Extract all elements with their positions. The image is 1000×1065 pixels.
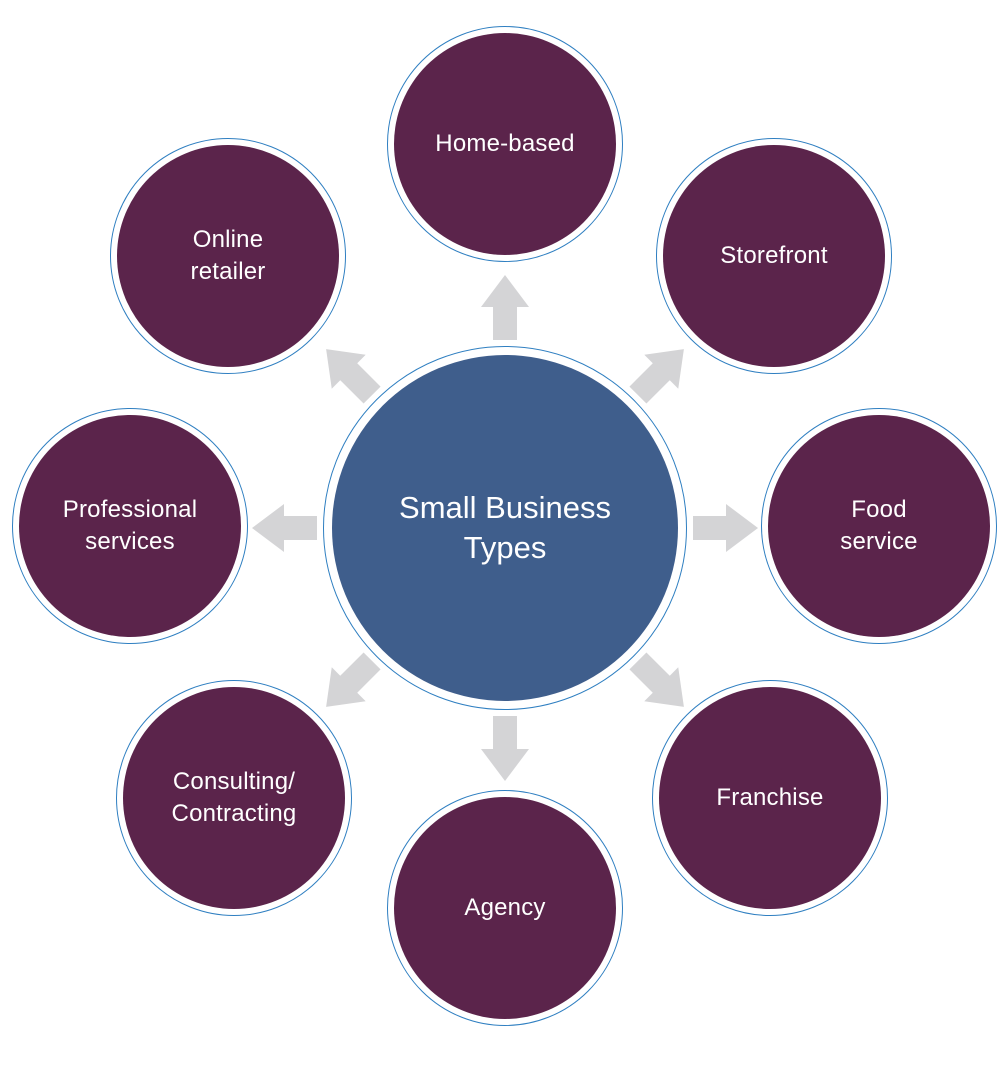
hub-label: Small Business Types: [399, 488, 611, 568]
node-label-line: Home-based: [435, 130, 575, 157]
node-label-line: Online: [192, 226, 264, 253]
node-label-line: Contracting: [171, 800, 297, 827]
arrow-to-food-service: [693, 504, 758, 552]
node-storefront: Storefront: [656, 138, 892, 374]
node-label-line: Professional: [62, 496, 198, 523]
node-label-line: Consulting/: [172, 768, 296, 795]
node-fill: Consulting/ Contracting: [123, 687, 345, 909]
node-fill: Home-based: [394, 33, 616, 255]
hub-label-line: Small Business: [399, 490, 611, 525]
node-label: Food service: [840, 494, 917, 558]
node-label-line: Storefront: [720, 242, 828, 269]
node-fill: Agency: [394, 797, 616, 1019]
arrow-to-online-retailer: [326, 349, 381, 404]
node-fill: Online retailer: [117, 145, 339, 367]
node-agency: Agency: [387, 790, 623, 1026]
arrow-to-consulting-contracting: [326, 652, 381, 707]
arrow-to-franchise: [629, 652, 684, 707]
node-fill: Franchise: [659, 687, 881, 909]
arrow-to-storefront: [629, 349, 684, 404]
hub-circle: Small Business Types: [323, 346, 687, 710]
node-label: Agency: [464, 892, 545, 924]
node-label-line: Food: [851, 496, 907, 523]
node-online-retailer: Online retailer: [110, 138, 346, 374]
node-franchise: Franchise: [652, 680, 888, 916]
node-label: Franchise: [716, 782, 823, 814]
node-professional-services: Professional services: [12, 408, 248, 644]
node-fill: Professional services: [19, 415, 241, 637]
node-fill: Storefront: [663, 145, 885, 367]
node-label-line: services: [85, 528, 175, 555]
arrow-to-home-based: [481, 275, 529, 340]
node-consulting-contracting: Consulting/ Contracting: [116, 680, 352, 916]
node-label: Online retailer: [191, 224, 266, 288]
node-label-line: Agency: [464, 894, 546, 921]
node-label: Storefront: [720, 240, 827, 272]
node-label-line: Franchise: [716, 784, 824, 811]
node-fill: Food service: [768, 415, 990, 637]
arrow-to-agency: [481, 716, 529, 781]
node-label: Professional services: [63, 494, 197, 558]
node-label-line: retailer: [190, 258, 266, 285]
hub-label-line: Types: [463, 530, 547, 565]
node-food-service: Food service: [761, 408, 997, 644]
hub-fill: Small Business Types: [332, 355, 678, 701]
node-label: Home-based: [435, 128, 574, 160]
node-label-line: service: [840, 528, 918, 555]
node-label: Consulting/ Contracting: [172, 766, 297, 830]
arrow-to-professional-services: [252, 504, 317, 552]
node-home-based: Home-based: [387, 26, 623, 262]
